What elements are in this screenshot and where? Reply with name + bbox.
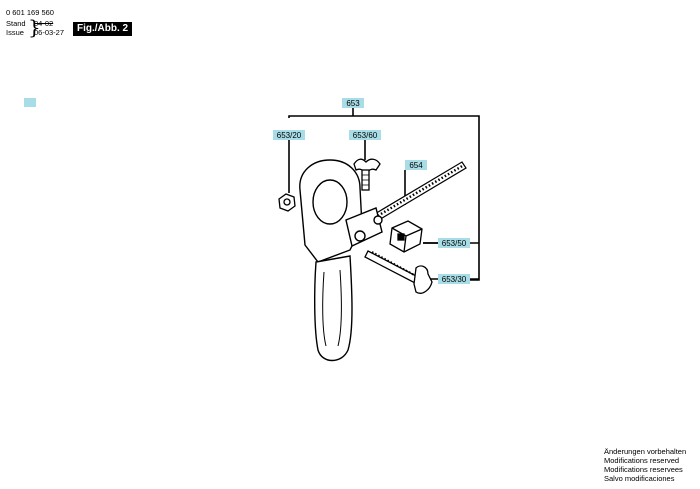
label-653-text: 653: [346, 99, 360, 108]
wing-screw-top: [353, 158, 381, 191]
brace-glyph: }: [28, 15, 41, 39]
corner-marker: [24, 98, 36, 107]
bracket-top: [288, 115, 480, 281]
stand-label: Stand: [6, 19, 26, 28]
label-653-30: 653/30: [438, 274, 470, 284]
footer-line-1: Änderungen vorbehalten: [604, 447, 687, 456]
footer-line-2: Modifications reserved: [604, 456, 680, 465]
label-654-text: 654: [409, 161, 423, 170]
label-653-20: 653/20: [273, 130, 305, 140]
ring-hole: [312, 179, 348, 225]
label-653: 653: [342, 98, 364, 108]
stand-date: 04-02: [34, 19, 54, 28]
document-number: 0 601 169 560: [6, 8, 54, 17]
label-653-50: 653/50: [438, 238, 470, 248]
issue-date: 06-03-27: [34, 28, 65, 37]
wing-bolt: [364, 250, 433, 294]
grip: [313, 255, 353, 362]
footer-line-4: Salvo modificaciones: [604, 474, 675, 483]
figure-label: Fig./Abb. 2: [73, 22, 133, 36]
label-654: 654: [405, 160, 427, 170]
stop-block: [389, 220, 423, 253]
hex-nut: [278, 193, 296, 212]
issue-label: Issue: [6, 28, 24, 37]
footer-line-3: Modifications reservees: [604, 465, 683, 474]
label-653-60: 653/60: [349, 130, 381, 140]
side-handle: [299, 159, 383, 362]
label-653-60-text: 653/60: [353, 131, 378, 140]
label-653-50-text: 653/50: [442, 239, 467, 248]
label-653-30-text: 653/30: [442, 275, 467, 284]
label-653-20-text: 653/20: [277, 131, 302, 140]
